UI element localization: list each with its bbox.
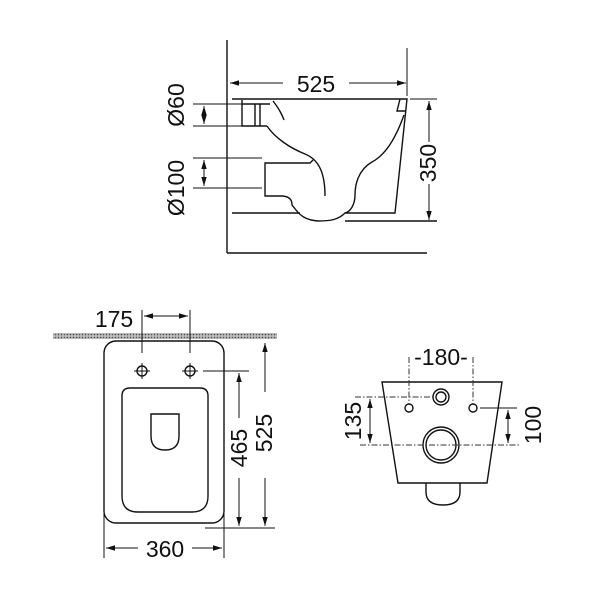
bowl-opening xyxy=(150,413,180,451)
inlet-hole-inner xyxy=(435,391,447,403)
inlet-to-outlet-label: 135 xyxy=(340,402,366,440)
bowl-outline xyxy=(232,98,408,222)
base-tab xyxy=(425,483,461,506)
rear-outline xyxy=(381,381,503,484)
seat-outline xyxy=(121,387,209,513)
rear-view: -180- 135 100 xyxy=(340,344,546,506)
rim-detail xyxy=(396,98,405,112)
height-label: 350 xyxy=(415,144,441,182)
side-view: 525 350 Ø60 Ø100 xyxy=(163,40,441,254)
inlet-pipe xyxy=(241,100,270,127)
width-label: 360 xyxy=(146,536,184,562)
rear-bolt-spacing-label: -180- xyxy=(414,344,468,370)
bolt-hole-left xyxy=(134,363,150,379)
bolt-hole-right xyxy=(182,363,198,379)
bolt-hole-left xyxy=(404,403,414,413)
bolt-spacing-label: 175 xyxy=(95,306,133,332)
outlet-diameter-label: Ø100 xyxy=(163,160,189,216)
depth-label: 525 xyxy=(297,71,335,97)
bolt-to-front-label: 465 xyxy=(226,429,252,467)
bowl-outline xyxy=(103,340,225,524)
trap-inner-curve xyxy=(266,125,326,197)
bolt-to-outlet-label: 100 xyxy=(520,406,546,444)
inlet-diameter-label: Ø60 xyxy=(163,83,189,126)
rim-curve xyxy=(272,100,285,121)
bolt-hole-right xyxy=(468,403,478,413)
wall-section xyxy=(53,333,277,339)
top-view: 175 465 525 360 xyxy=(53,306,277,562)
bowl-front-curve xyxy=(344,114,405,214)
length-label: 525 xyxy=(251,414,277,452)
